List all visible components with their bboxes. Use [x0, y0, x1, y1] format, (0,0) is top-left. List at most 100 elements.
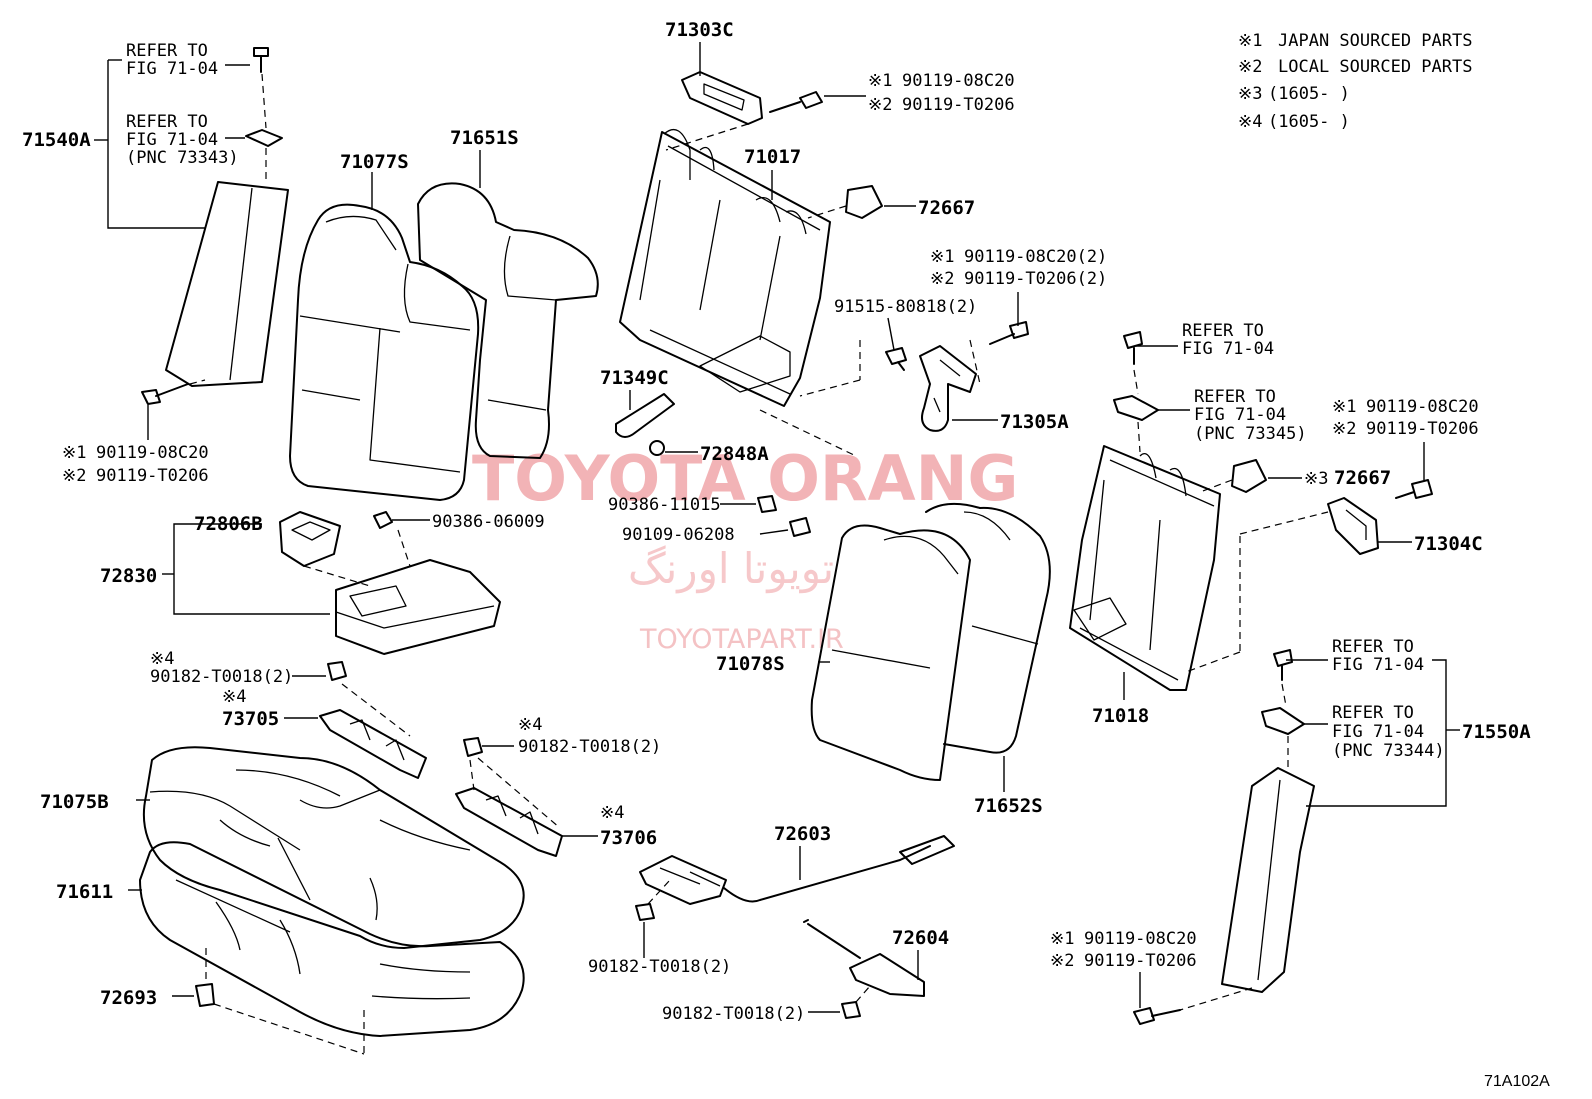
part-label-73705: 73705 — [222, 708, 279, 730]
mark-2: ※2 — [62, 466, 86, 486]
mark-2: ※2 — [1050, 951, 1074, 971]
armrest-detail — [335, 585, 495, 629]
bolt-icon — [989, 321, 1029, 345]
bracket-71304C — [1327, 497, 1379, 555]
part-label-71017: 71017 — [744, 146, 801, 168]
dash-line — [799, 379, 861, 397]
mark-2: ※2 — [930, 269, 954, 289]
clip-icon — [635, 903, 655, 921]
figure-id: 71A102A — [1484, 1073, 1550, 1090]
refer-fig-label: FIG 71-04 — [1332, 655, 1424, 675]
clip-icon — [1261, 707, 1305, 735]
clip-icon — [327, 661, 347, 681]
part-label-72667-right: 72667 — [1334, 467, 1391, 489]
bolt-label: 90119-08C20 — [1084, 929, 1197, 949]
clip-icon — [245, 129, 283, 147]
part-label-72830: 72830 — [100, 565, 157, 587]
pnc-label: (PNC 73345) — [1194, 424, 1307, 444]
frame-detail — [1079, 459, 1215, 681]
watermark-brand-fa: تویوتا اورنگ — [628, 544, 834, 593]
part-label-71652S: 71652S — [974, 795, 1043, 817]
clip-label-90182-3: 90182-T0018(2) — [588, 957, 731, 977]
leader — [759, 529, 789, 535]
clip-label-90182-4: 90182-T0018(2) — [662, 1004, 805, 1024]
legend-mark-2: ※2 — [1238, 57, 1262, 77]
group-71018: REFER TO FIG 71-04 REFER TO FIG 71-04 (P… — [1069, 321, 1483, 727]
screw-icon — [141, 383, 189, 405]
refer-fig-label: FIG 71-04 — [1182, 339, 1274, 359]
dash-line — [1179, 987, 1253, 1011]
mark-2: ※2 — [868, 95, 892, 115]
refer-to-label: REFER TO — [126, 112, 208, 132]
dash-line — [1185, 651, 1241, 673]
dash-line — [477, 757, 561, 829]
group-cushion: ※4 90182-T0018(2) ※4 73705 ※4 90182-T001… — [40, 649, 661, 1055]
refer-to-label: REFER TO — [1194, 387, 1276, 407]
refer-fig-label: FIG 71-04 — [1194, 405, 1286, 425]
hinge-detail — [933, 359, 961, 413]
dash-line — [341, 683, 411, 737]
dash-line — [855, 985, 871, 1003]
dash-line — [261, 73, 267, 129]
dash-line — [1137, 421, 1141, 453]
part-label-91515: 91515-80818(2) — [834, 297, 977, 317]
lever-72603 — [639, 855, 727, 905]
pillar-garnish — [165, 181, 289, 387]
refer-to-label: REFER TO — [1332, 637, 1414, 657]
part-label-71077S: 71077S — [340, 151, 409, 173]
pillar-garnish-right — [1221, 767, 1315, 993]
pnc-label: (PNC 73344) — [1332, 741, 1445, 761]
dash-line — [665, 123, 749, 151]
mark-1: ※1 — [62, 443, 86, 463]
bolt-label: 90119-08C20 — [1366, 397, 1479, 417]
bolt-label: 90119-T0206 — [902, 95, 1015, 115]
part-label-73706: 73706 — [600, 827, 657, 849]
seatback-cover-71652S — [925, 502, 1051, 754]
group-seatback-covers: 71077S 71651S — [289, 127, 599, 501]
hook-73706 — [455, 787, 563, 857]
cup-holder-detail — [291, 521, 331, 541]
bolt-label: 90119-T0206 — [1084, 951, 1197, 971]
refer-fig-label: FIG 71-04 — [126, 59, 218, 79]
part-label-72667: 72667 — [918, 197, 975, 219]
clip-72693 — [195, 983, 215, 1007]
mark-1: ※1 — [930, 247, 954, 267]
leader — [1306, 659, 1447, 807]
part-label-72693: 72693 — [100, 987, 157, 1009]
lever-detail — [659, 867, 721, 887]
hinge-cover-71349C — [615, 393, 675, 438]
part-label-71611: 71611 — [56, 881, 113, 903]
bolt-icon — [1395, 479, 1433, 499]
part-label-71018: 71018 — [1092, 705, 1149, 727]
bolt-icon — [885, 347, 907, 371]
mark-4: ※4 — [150, 649, 174, 669]
bolt-label: 90119-T0206 — [1366, 419, 1479, 439]
clip-icon — [1113, 395, 1159, 421]
cable-72604 — [803, 919, 861, 959]
dash-line — [189, 379, 206, 385]
mark-4: ※4 — [222, 687, 246, 707]
bracket-71303C — [681, 71, 763, 125]
cover-72667 — [845, 185, 883, 219]
seam — [403, 263, 471, 331]
seatback-frame-71017 — [619, 131, 831, 407]
seatback-cover-71651S — [417, 182, 599, 459]
clip-label-90182-1: 90182-T0018(2) — [150, 667, 293, 687]
cable-end — [899, 835, 955, 865]
group-71017: 71303C ※1 90119-08C20 ※2 90119-T0206 710… — [619, 19, 1015, 407]
part-label-71305A: 71305A — [1000, 411, 1069, 433]
refer-to-label: REFER TO — [1182, 321, 1264, 341]
hook-detail — [485, 795, 539, 835]
dash-line — [397, 529, 411, 567]
legend-text-2: LOCAL SOURCED PARTS — [1278, 57, 1472, 77]
part-label-71550A: 71550A — [1462, 721, 1531, 743]
group-cables: 72603 90182-T0018(2) 72604 90182-T0018(2… — [588, 823, 955, 1024]
clip-icon — [841, 1001, 861, 1019]
dash-line — [1239, 511, 1329, 535]
pad-detail — [175, 879, 471, 1000]
part-label-90386-06009: 90386-06009 — [432, 512, 545, 532]
bolt-label: 90119-T0206(2) — [964, 269, 1107, 289]
dash-line — [759, 409, 857, 457]
seam — [487, 235, 557, 411]
